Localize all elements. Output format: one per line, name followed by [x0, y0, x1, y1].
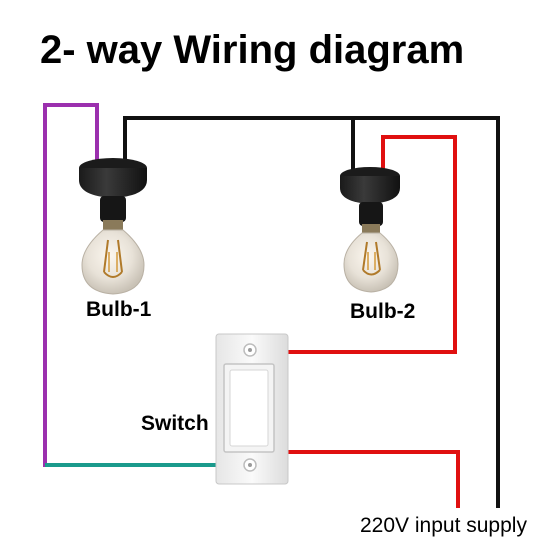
bulb-1-icon	[79, 158, 147, 295]
switch-label: Switch	[141, 412, 209, 435]
black-wire	[123, 116, 500, 508]
red-wire-supply	[288, 450, 460, 508]
bulb-2-icon	[340, 167, 400, 293]
page-title: 2- way Wiring diagram	[40, 28, 464, 72]
red-wire-top	[273, 135, 457, 354]
bulb-2-label: Bulb-2	[350, 300, 415, 323]
bulb-1-label: Bulb-1	[86, 298, 152, 321]
switch-icon	[215, 333, 289, 485]
supply-label: 220V input supply	[360, 514, 527, 537]
